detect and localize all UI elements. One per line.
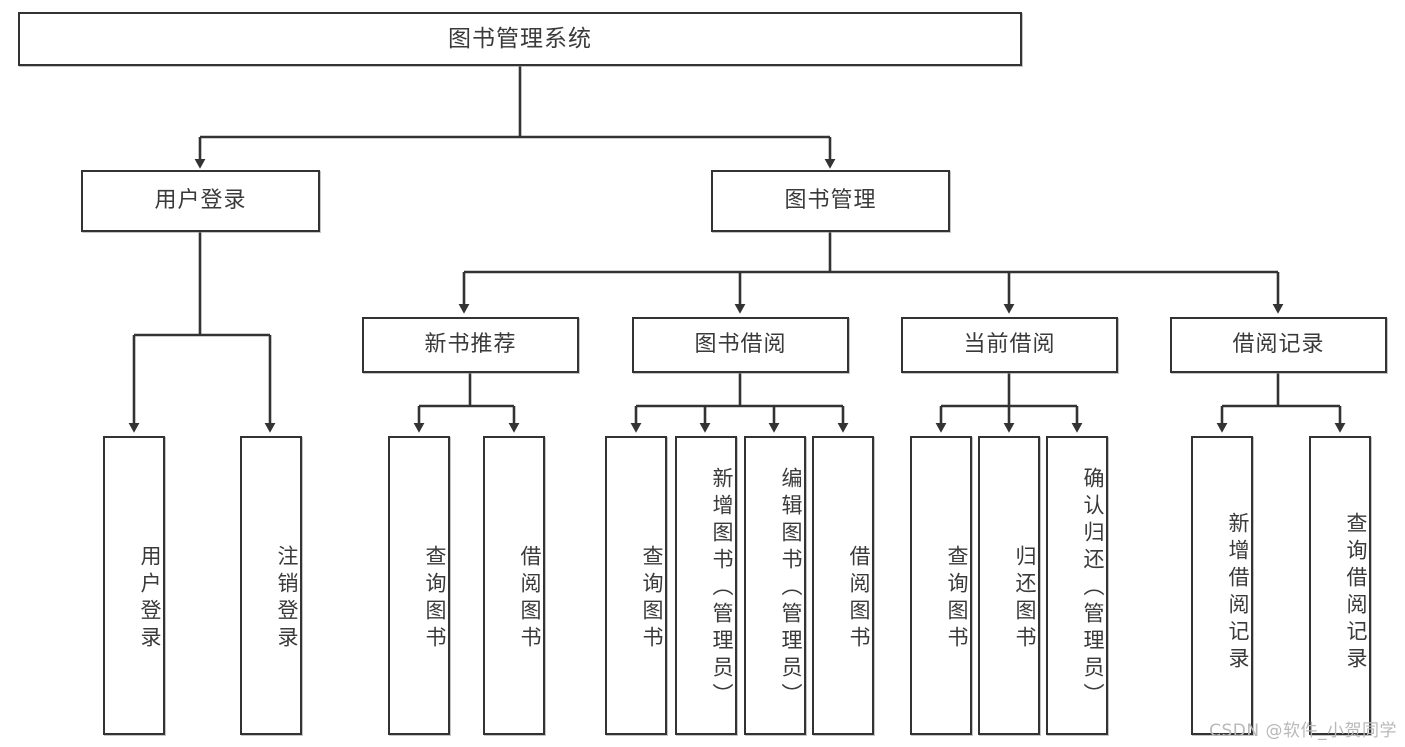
node-leaf-user-login[interactable]: 用户登录 <box>103 436 165 735</box>
node-leaf-query-book-1-label: 查询图书 <box>423 544 447 653</box>
node-borrow-record-label: 借阅记录 <box>1232 332 1325 358</box>
node-current-borrow[interactable]: 当前借阅 <box>901 317 1118 373</box>
node-current-borrow-label: 当前借阅 <box>963 332 1056 358</box>
node-book-borrow-label: 图书借阅 <box>694 332 787 358</box>
node-leaf-logout[interactable]: 注销登录 <box>240 436 302 735</box>
node-leaf-query-record-label: 查询借阅记录 <box>1344 511 1368 674</box>
node-leaf-edit-book[interactable]: 编辑图书（管理员） <box>744 436 806 735</box>
node-leaf-query-book-3-label: 查询图书 <box>945 544 969 653</box>
node-user-login-label: 用户登录 <box>154 188 247 214</box>
node-leaf-query-book-2[interactable]: 查询图书 <box>605 436 667 735</box>
node-book-manage-label: 图书管理 <box>784 188 877 214</box>
node-leaf-query-record[interactable]: 查询借阅记录 <box>1309 436 1371 735</box>
node-leaf-query-book-2-label: 查询图书 <box>640 544 664 653</box>
node-leaf-confirm-return[interactable]: 确认归还（管理员） <box>1046 436 1108 735</box>
node-leaf-query-book-3[interactable]: 查询图书 <box>910 436 972 735</box>
node-new-book-recommend-label: 新书推荐 <box>424 332 517 358</box>
node-leaf-borrow-book-1[interactable]: 借阅图书 <box>483 436 545 735</box>
node-leaf-logout-label: 注销登录 <box>275 544 299 653</box>
node-leaf-return-book-label: 归还图书 <box>1013 544 1037 653</box>
node-borrow-record[interactable]: 借阅记录 <box>1170 317 1387 373</box>
node-leaf-add-record[interactable]: 新增借阅记录 <box>1191 436 1253 735</box>
node-new-book-recommend[interactable]: 新书推荐 <box>362 317 579 373</box>
node-root-label: 图书管理系统 <box>448 25 592 52</box>
node-leaf-add-record-label: 新增借阅记录 <box>1226 511 1250 674</box>
node-leaf-user-login-label: 用户登录 <box>138 544 162 653</box>
node-leaf-borrow-book-2[interactable]: 借阅图书 <box>812 436 874 735</box>
node-leaf-confirm-return-label: 确认归还（管理员） <box>1081 467 1105 710</box>
node-leaf-query-book-1[interactable]: 查询图书 <box>388 436 450 735</box>
node-leaf-edit-book-label: 编辑图书（管理员） <box>779 467 803 710</box>
node-leaf-return-book[interactable]: 归还图书 <box>978 436 1040 735</box>
node-book-borrow[interactable]: 图书借阅 <box>632 317 849 373</box>
node-leaf-add-book-label: 新增图书（管理员） <box>710 467 734 710</box>
node-leaf-borrow-book-2-label: 借阅图书 <box>847 544 871 653</box>
node-user-login[interactable]: 用户登录 <box>81 170 320 232</box>
node-leaf-borrow-book-1-label: 借阅图书 <box>518 544 542 653</box>
node-root[interactable]: 图书管理系统 <box>18 12 1022 66</box>
node-leaf-add-book[interactable]: 新增图书（管理员） <box>675 436 737 735</box>
node-book-manage[interactable]: 图书管理 <box>711 170 950 232</box>
